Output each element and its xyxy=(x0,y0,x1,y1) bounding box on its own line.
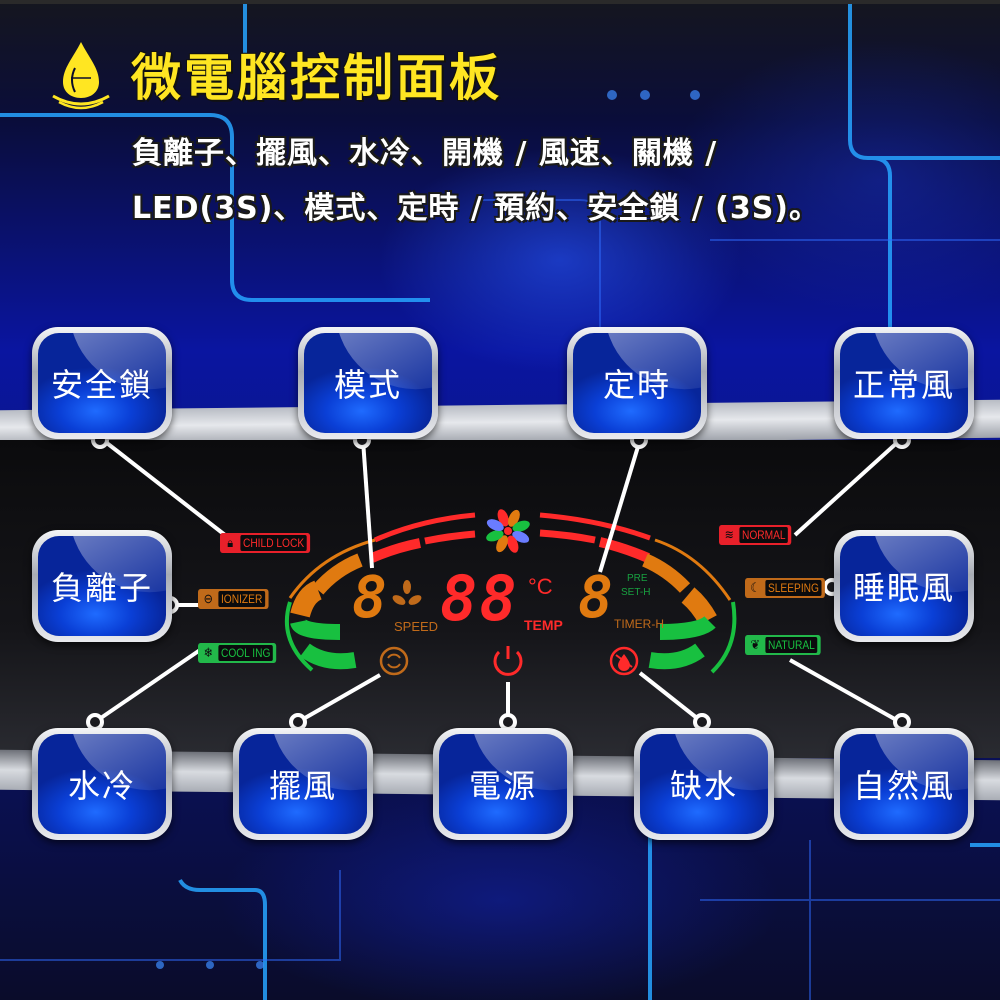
water-cool-button[interactable]: 水冷 xyxy=(32,728,172,840)
leaf-icon: ❦ xyxy=(750,637,760,652)
water-shortage-button[interactable]: 缺水 xyxy=(634,728,774,840)
top-border xyxy=(0,0,1000,4)
fan-icon xyxy=(392,580,422,605)
temperature-digits: 88 xyxy=(440,562,519,635)
feature-description-line-1: 負離子、擺風、水冷、開機 / 風速、關機 / xyxy=(132,136,718,171)
swing-button[interactable]: 擺風 xyxy=(233,728,373,840)
indicator-child-lock: 🔒︎ CHILD LOCK xyxy=(220,533,311,553)
snowflake-icon: ❄ xyxy=(203,645,213,660)
page-title: 微電腦控制面板 xyxy=(131,49,502,107)
timer-label-button: 定時 xyxy=(602,366,671,404)
temperature-unit: °C xyxy=(528,574,553,599)
child-lock-button[interactable]: 安全鎖 xyxy=(32,327,172,439)
natural-wind-button[interactable]: 自然風 xyxy=(834,728,974,840)
water-drop-icon xyxy=(52,42,110,110)
indicator-sleeping: ☾ SLEEPING xyxy=(745,578,825,598)
minus-circle-icon: ⊖ xyxy=(203,591,213,606)
red-arc-right-outer xyxy=(539,512,651,541)
water-shortage-icon xyxy=(609,646,639,676)
connector-lines xyxy=(93,438,902,724)
indicator-ionizer: ⊖ IONIZER xyxy=(198,589,269,609)
sleep-wind-button[interactable]: 睡眠風 xyxy=(834,530,974,642)
feature-description-line-2: LED(3S)、模式、定時 / 預約、安全鎖 / (3S)。 xyxy=(132,191,821,226)
pinwheel-icon xyxy=(486,509,530,553)
timer-label: TIMER-H xyxy=(614,617,664,631)
power-label: 電源 xyxy=(468,767,537,805)
timer-digit: 8 xyxy=(578,563,613,631)
preset-label-1: PRE xyxy=(627,573,648,584)
natural-wind-label: 自然風 xyxy=(852,767,955,805)
timer-button[interactable]: 定時 xyxy=(567,327,707,439)
indicator-normal: ≋ NORMAL xyxy=(719,525,792,545)
ionizer-label: 負離子 xyxy=(50,569,153,607)
speed-label: SPEED xyxy=(394,619,439,634)
sleep-wind-label: 睡眠風 xyxy=(852,569,955,607)
temperature-label: TEMP xyxy=(524,617,563,633)
swing-label: 擺風 xyxy=(268,767,337,805)
speed-digit: 8 xyxy=(352,563,387,631)
normal-wind-label: 正常風 xyxy=(852,366,955,404)
header: 微電腦控制面板 xyxy=(45,38,502,110)
power-button[interactable]: 電源 xyxy=(433,728,573,840)
ionizer-button[interactable]: 負離子 xyxy=(32,530,172,642)
water-shortage-label: 缺水 xyxy=(669,767,738,805)
power-icon xyxy=(493,646,523,676)
moon-icon: ☾ xyxy=(750,580,761,595)
wave-icon: ≋ xyxy=(724,527,734,542)
water-cool-label: 水冷 xyxy=(67,767,136,805)
preset-label-2: SET-H xyxy=(621,587,651,598)
child-lock-label: 安全鎖 xyxy=(50,366,153,404)
mode-button[interactable]: 模式 xyxy=(298,327,438,439)
mode-label: 模式 xyxy=(333,366,402,404)
indicator-cooling: ❄ COOL ING xyxy=(198,643,277,663)
lock-icon: 🔒︎ xyxy=(227,535,234,550)
indicator-natural: ❦ NATURAL xyxy=(745,635,821,655)
swing-icon xyxy=(379,646,409,676)
red-arc-left-outer xyxy=(373,512,476,543)
normal-wind-button[interactable]: 正常風 xyxy=(834,327,974,439)
